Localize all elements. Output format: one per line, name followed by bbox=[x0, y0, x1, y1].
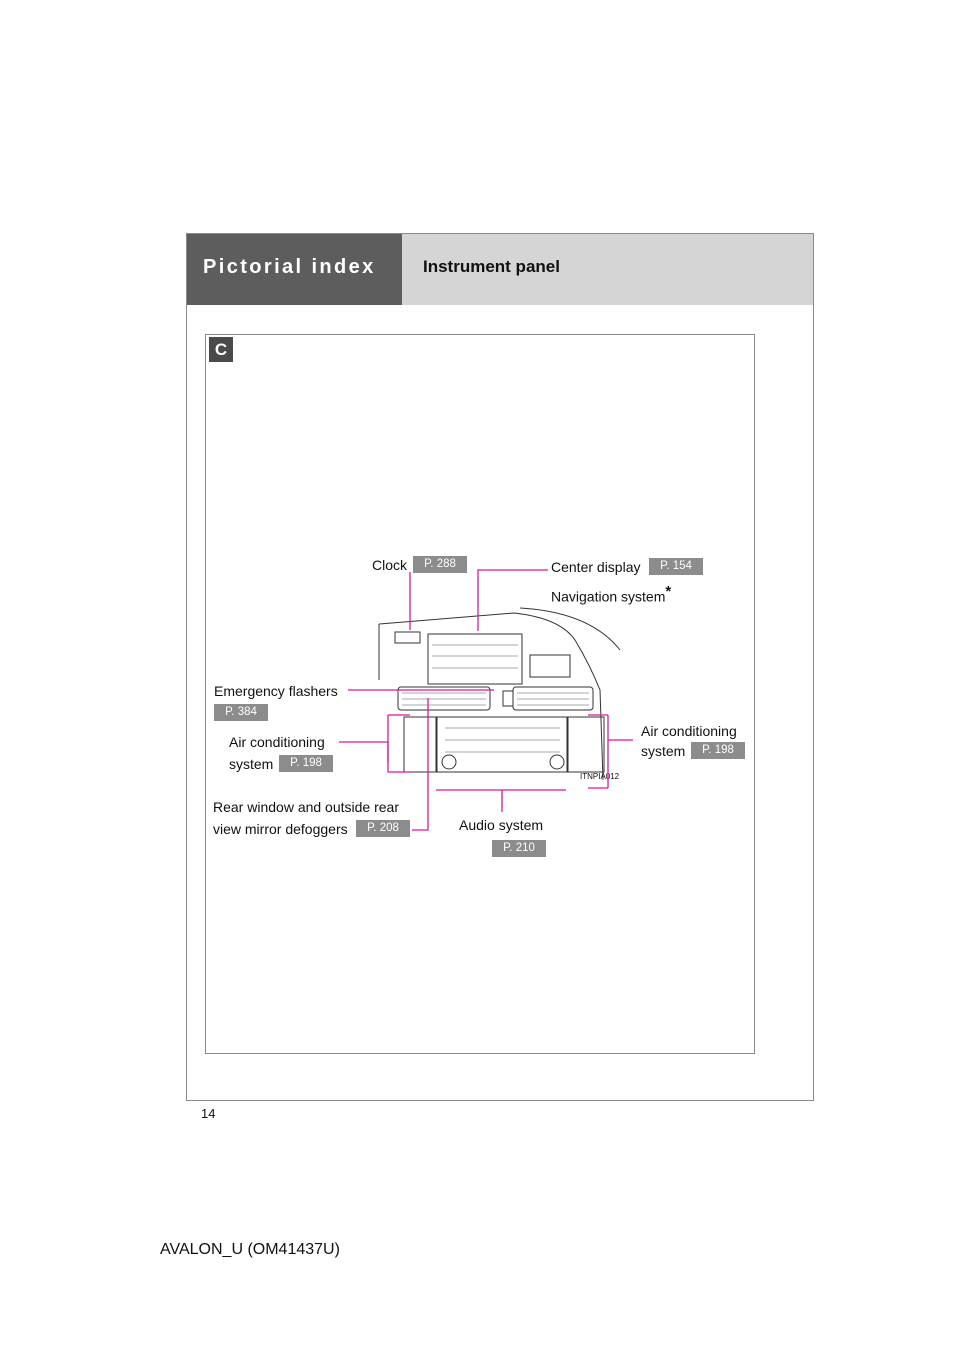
ac-left-label-line1: Air conditioning bbox=[229, 734, 325, 750]
emergency-flashers-label: Emergency flashers bbox=[214, 683, 338, 699]
audio-system-label: Audio system bbox=[459, 817, 544, 833]
clock-page-ref[interactable]: P. 288 bbox=[413, 556, 467, 573]
center-display-label: Center display bbox=[551, 559, 641, 575]
page-frame bbox=[186, 233, 814, 1101]
navigation-system-text: Navigation system bbox=[551, 588, 666, 605]
section-tab: Pictorial index bbox=[187, 234, 402, 305]
emergency-flashers-page-ref[interactable]: P. 384 bbox=[214, 704, 268, 721]
navigation-system-label: Navigation system* bbox=[551, 583, 671, 605]
page-header: Instrument panel bbox=[402, 234, 813, 305]
panel-letter: C bbox=[209, 337, 233, 362]
figure-code: ITNPIA012 bbox=[580, 772, 620, 781]
ac-right-page-ref[interactable]: P. 198 bbox=[691, 742, 745, 759]
callout-lines bbox=[339, 569, 633, 831]
defoggers-page-ref[interactable]: P. 208 bbox=[356, 820, 410, 837]
section-title: Pictorial index bbox=[203, 256, 376, 278]
clock-label: Clock bbox=[372, 557, 408, 573]
ac-right-label-line2: system bbox=[641, 743, 686, 759]
center-display-page-ref[interactable]: P. 154 bbox=[649, 558, 703, 575]
ac-left-page-ref[interactable]: P. 198 bbox=[279, 755, 333, 772]
defoggers-label-line1: Rear window and outside rear bbox=[213, 799, 399, 815]
footer-model-code: AVALON_U (OM41437U) bbox=[160, 1241, 340, 1258]
asterisk-mark: * bbox=[665, 583, 672, 600]
illustration-box bbox=[205, 334, 755, 1054]
ac-right-label-line1: Air conditioning bbox=[641, 723, 737, 739]
ac-left-label-line2: system bbox=[229, 756, 274, 772]
page-title: Instrument panel bbox=[423, 257, 560, 276]
defoggers-label-line2: view mirror defoggers bbox=[213, 821, 348, 837]
audio-system-page-ref[interactable]: P. 210 bbox=[492, 840, 546, 857]
page-number: 14 bbox=[201, 1106, 216, 1121]
